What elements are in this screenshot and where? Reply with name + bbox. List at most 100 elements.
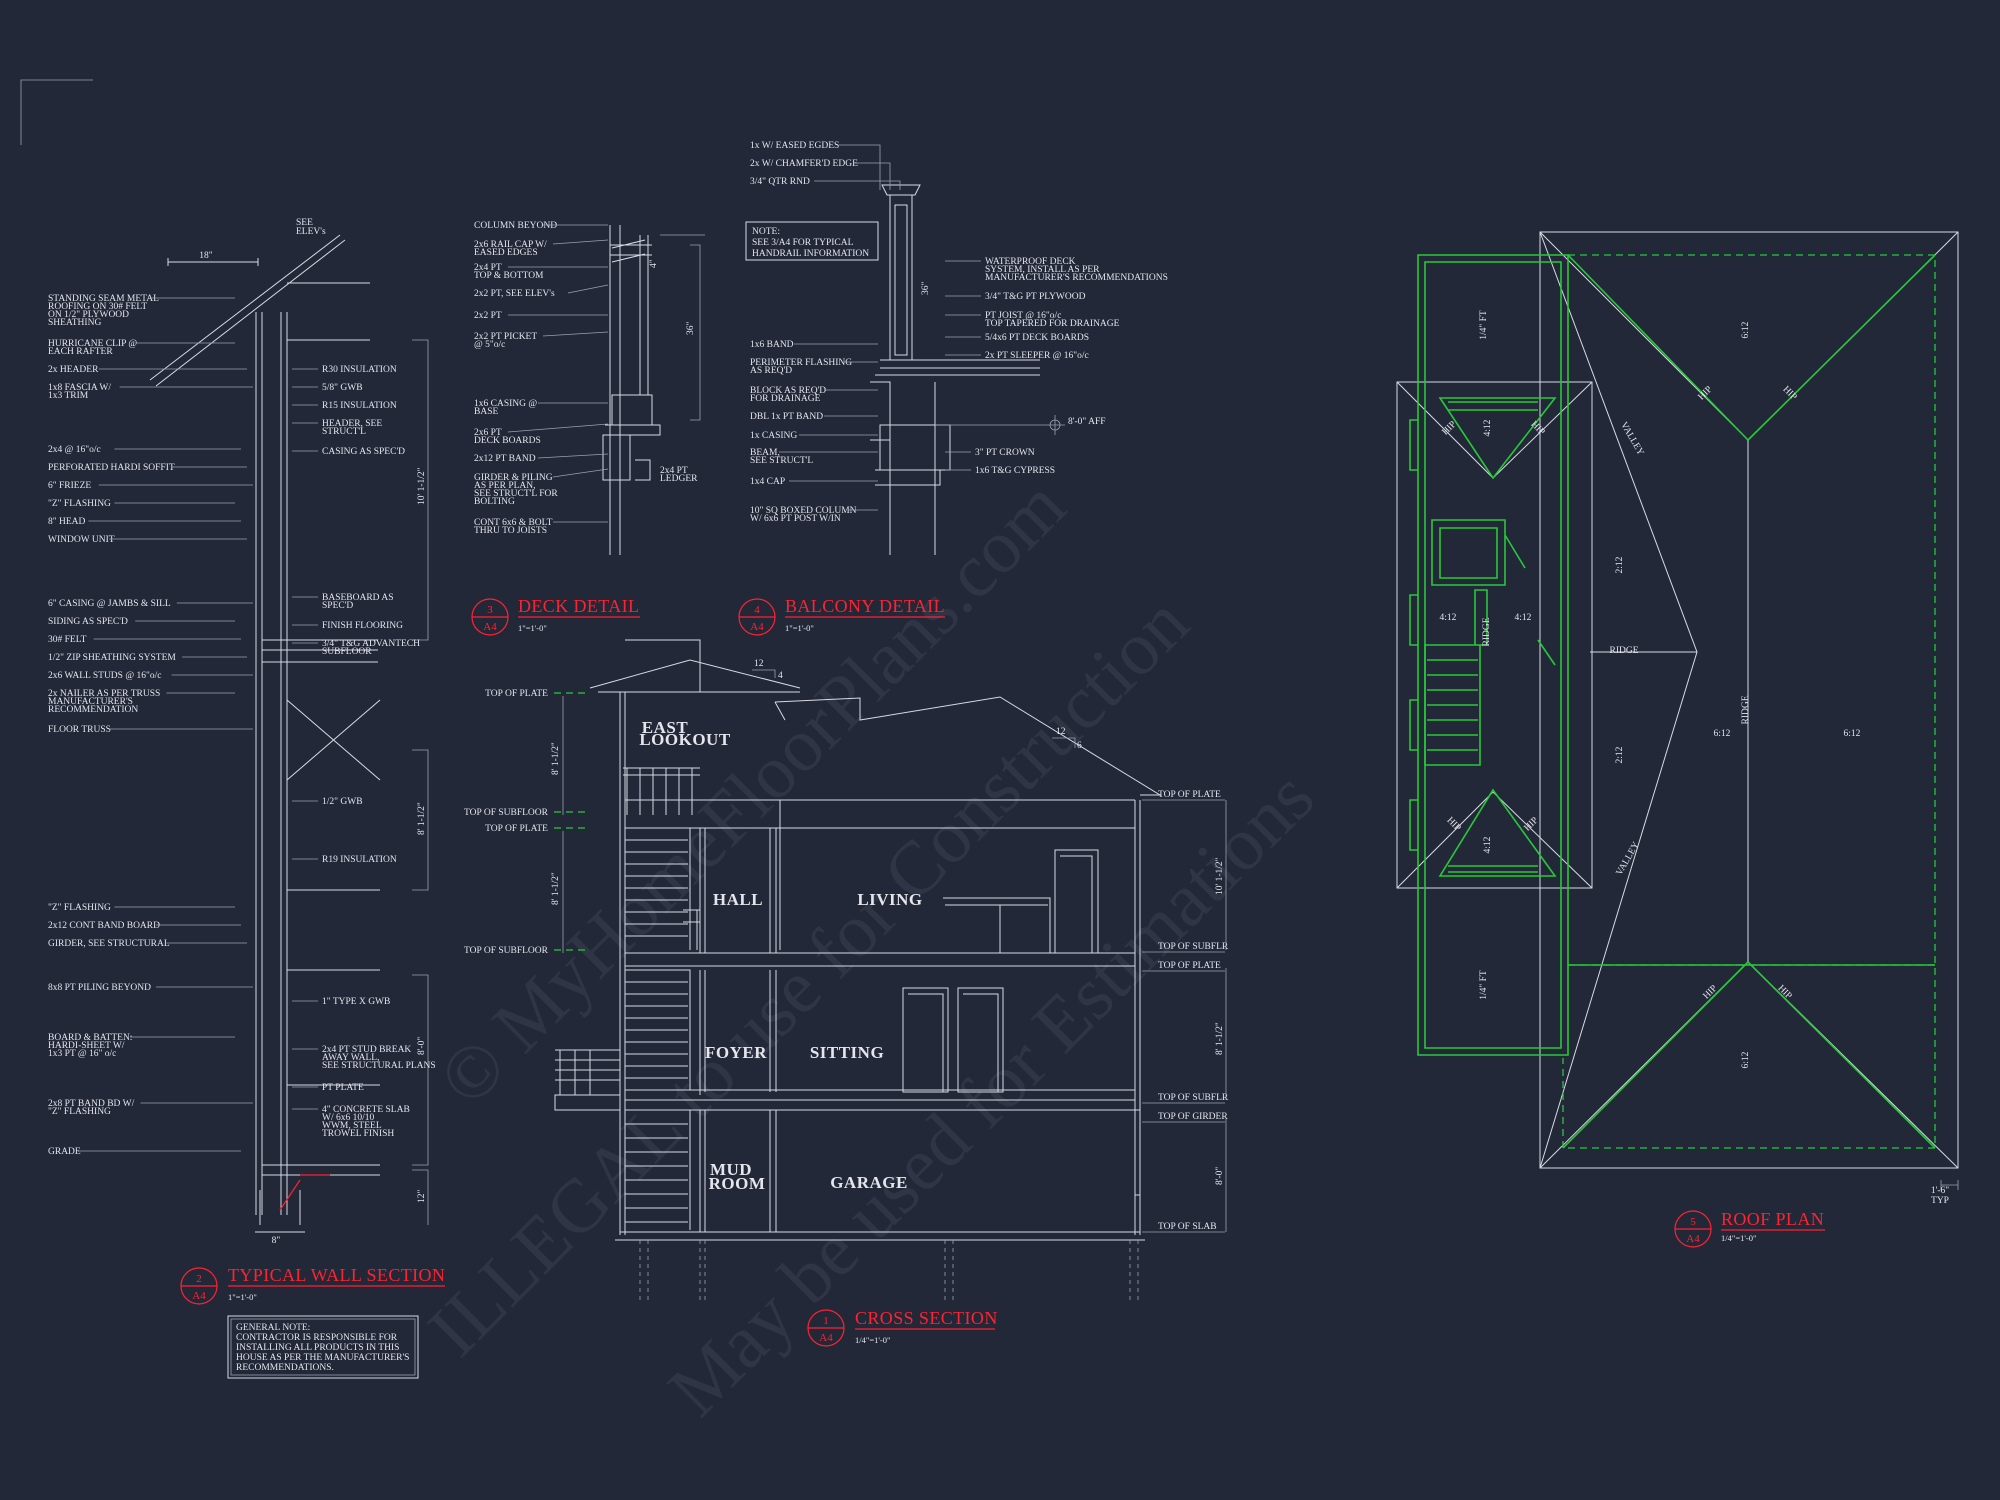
wall-right-callout: STRUCT'L: [322, 427, 366, 437]
wall-left-callout: "Z" FLASHING: [48, 499, 111, 509]
wall-right-callout: R30 INSULATION: [322, 365, 397, 375]
cross-room-label: MUD: [710, 1160, 752, 1179]
wall-left-callout: STANDING SEAM METAL: [48, 294, 159, 304]
wall-left-callout: SHEATHING: [48, 318, 101, 328]
wall-left-callout: 1x8 FASCIA W/: [48, 383, 111, 393]
roof-annotation: 1'-6": [1931, 1186, 1949, 1196]
roof-annotation: 2:12: [1615, 556, 1625, 573]
balcony-right-callout: SYSTEM, INSTALL AS PER: [985, 265, 1100, 275]
deck-callout: 1x6 CASING @: [474, 399, 537, 409]
balcony-right-callout: 5/4x6 PT DECK BOARDS: [985, 333, 1089, 343]
cross-level-right: TOP OF GIRDER: [1158, 1112, 1228, 1122]
wall-right-callout: 3/4" T&G ADVANTECH: [322, 639, 420, 649]
wall-left-callout: "Z" FLASHING: [48, 903, 111, 913]
balcony-note-line-3: HANDRAIL INFORMATION: [752, 249, 869, 259]
roof-annotation: 4:12: [1440, 613, 1457, 623]
wall-left-callout: 1/2" ZIP SHEATHING SYSTEM: [48, 653, 176, 663]
roof-plan-title-block: 5 A4 ROOF PLAN 1/4"=1'-0": [1674, 1209, 1825, 1248]
balcony-detail: NOTE: SEE 3/A4 FOR TYPICAL HANDRAIL INFO…: [738, 141, 1168, 636]
deck-callout: BOLTING: [474, 497, 515, 507]
balcony-detail-number: 4: [754, 604, 760, 616]
cross-section-number: 1: [823, 1315, 829, 1327]
roof-plan-linework: [1396, 231, 1959, 1190]
wall-left-callout: 6" FRIEZE: [48, 481, 91, 491]
deck-callout: 2x2 PT PICKET: [474, 332, 537, 342]
roof-annotation: RIDGE: [1482, 617, 1492, 646]
wall-dim-8-1: 8' 1-1/2": [417, 802, 427, 835]
balcony-left-callout: DBL 1x PT BAND: [750, 412, 823, 422]
general-note-line: RECOMMENDATIONS.: [236, 1363, 334, 1373]
roof-annotation: 1/4" FT: [1479, 970, 1489, 1000]
roof-annotation: 1/4" FT: [1479, 310, 1489, 340]
sheet-corner-mark: [20, 79, 93, 145]
cross-pitch-12-right: 12: [1056, 727, 1066, 737]
cross-pitch-12-left: 12: [754, 659, 764, 669]
deck-callout: THRU TO JOISTS: [474, 526, 547, 536]
balcony-note-box: NOTE: SEE 3/A4 FOR TYPICAL HANDRAIL INFO…: [745, 221, 879, 261]
wall-right-callout: FINISH FLOORING: [322, 621, 403, 631]
cross-section-scale: 1/4"=1'-0": [855, 1335, 890, 1345]
wall-right-callout: SUBFLOOR: [322, 647, 372, 657]
wall-dim-12in: 12": [417, 1190, 427, 1204]
deck-callout: 2x6 PT: [474, 428, 502, 438]
deck-callout: 2x4 PT: [474, 263, 502, 273]
balcony-left-callout: SEE STRUCT'L: [750, 456, 813, 466]
balcony-top-leader: [839, 144, 881, 190]
cross-section-linework: [554, 639, 1162, 1300]
balcony-note-line-2: SEE 3/A4 FOR TYPICAL: [752, 238, 854, 248]
balcony-right-callout: 2x PT SLEEPER @ 16"o/c: [985, 351, 1089, 361]
cross-level-right: TOP OF SLAB: [1158, 1222, 1217, 1232]
wall-left-callout: ON 1/2" PLYWOOD: [48, 310, 129, 320]
deck-leader: [567, 284, 609, 294]
deck-detail-linework: [602, 225, 705, 555]
cross-section-title: CROSS SECTION: [855, 1308, 998, 1328]
balcony-right-callout: MANUFACTURER'S RECOMMENDATIONS: [985, 273, 1168, 283]
wall-left-callout: 6" CASING @ JAMBS & SILL: [48, 599, 171, 609]
roof-annotation: 6:12: [1741, 321, 1751, 338]
wall-left-callout: WINDOW UNIT: [48, 535, 115, 545]
deck-callout: 2x2 PT: [474, 311, 502, 321]
cross-pitch-6: 6: [1077, 741, 1082, 751]
wall-dim-8in: 8": [272, 1236, 281, 1246]
deck-detail-number: 3: [487, 604, 493, 616]
wall-left-callout: 2x4 @ 16"o/c: [48, 445, 101, 455]
cross-room-label: GARAGE: [830, 1173, 908, 1192]
wall-right-callout: AWAY WALL,: [322, 1053, 379, 1063]
deck-callout: AS PER PLAN,: [474, 481, 536, 491]
general-note: GENERAL NOTE:CONTRACTOR IS RESPONSIBLE F…: [227, 1315, 419, 1379]
wall-right-callout: BASEBOARD AS: [322, 593, 394, 603]
balcony-right-callout: 3" PT CROWN: [975, 448, 1035, 458]
wall-left-callout: 2x HEADER: [48, 365, 99, 375]
wall-left-callout: 8" HEAD: [48, 517, 86, 527]
balcony-right-callout: 1x6 T&G CYPRESS: [975, 466, 1055, 476]
balcony-left-callout: PERIMETER FLASHING: [750, 358, 852, 368]
wall-right-callout: W/ 6x6 10/10: [322, 1113, 374, 1123]
cross-level-left: TOP OF PLATE: [485, 689, 548, 699]
wall-right-callout: 4" CONCRETE SLAB: [322, 1105, 410, 1115]
deck-detail-sheet: A4: [483, 621, 497, 633]
wall-left-callout: GIRDER, SEE STRUCTURAL: [48, 939, 170, 949]
deck-callout: 2x2 PT, SEE ELEV's: [474, 289, 555, 299]
cross-dim-right-1: 10' 1-1/2": [1215, 857, 1225, 895]
deck-callout: CONT 6x6 & BOLT: [474, 518, 553, 528]
balcony-top-callout: 1x W/ EASED EGDES: [750, 141, 839, 151]
wall-right-callout: 2x4 PT STUD BREAK: [322, 1045, 411, 1055]
deck-callout: BASE: [474, 407, 498, 417]
cross-dim-right-2: 8' 1-1/2": [1215, 1022, 1225, 1055]
deck-callout: 2x12 PT BAND: [474, 454, 536, 464]
wall-section-linework: [149, 234, 429, 1233]
deck-callout: TOP & BOTTOM: [474, 271, 544, 281]
wall-right-callout: WWM, STEEL: [322, 1121, 382, 1131]
cross-dim-left-lower: 8' 1-1/2": [551, 872, 561, 905]
balcony-right-callout: PT JOIST @ 16"o/c: [985, 311, 1061, 321]
deck-callout: DECK BOARDS: [474, 436, 541, 446]
general-note-line: HOUSE AS PER THE MANUFACTURER'S: [236, 1353, 409, 1363]
wall-left-callout: 2x NAILER AS PER TRUSS: [48, 689, 160, 699]
roof-annotation: 4:12: [1483, 836, 1493, 853]
